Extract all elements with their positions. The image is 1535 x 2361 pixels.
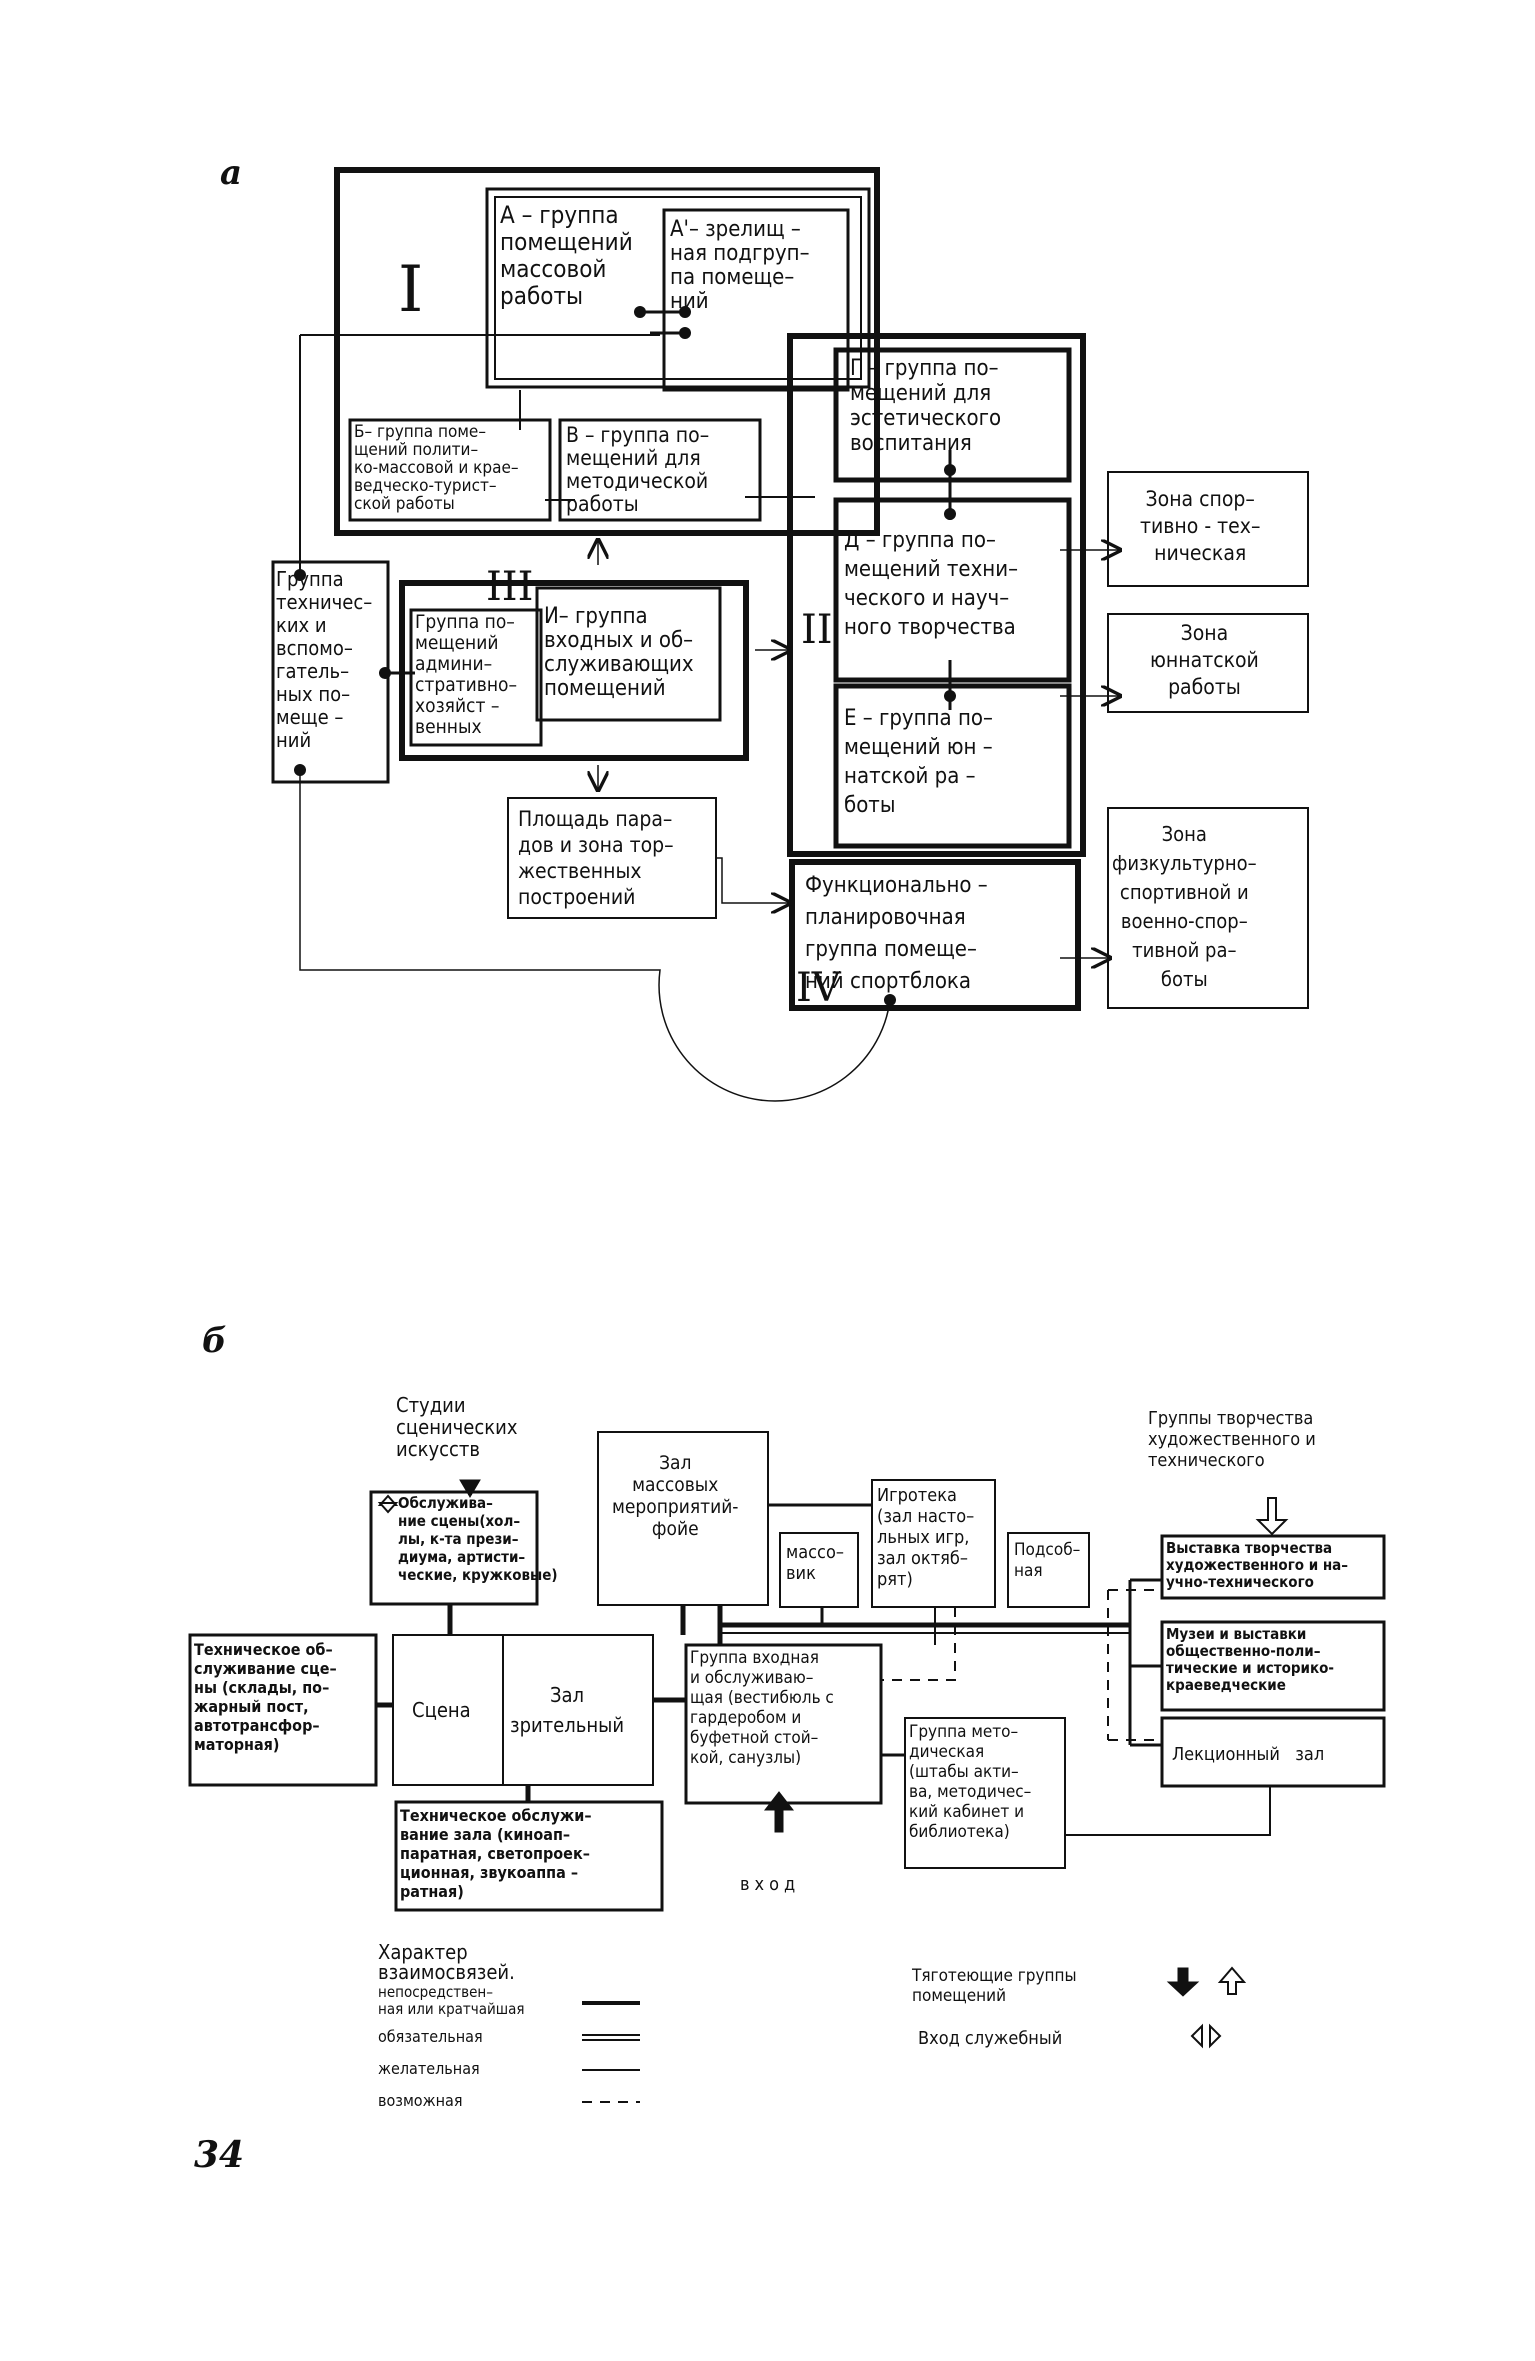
zone-fizk-label: Зона физкультурно– спортивной и военно-с… <box>1112 822 1257 991</box>
entrance-group-label: Группа входная и обслуживаю– щая (вестиб… <box>690 1648 834 1768</box>
stage-label: Сцена <box>412 1698 471 1722</box>
group-a-sub-label: А'– зрелищ – ная подгруп– па помеще– ний <box>670 217 810 314</box>
diagram-a-letter: а <box>220 153 243 193</box>
zone-sport-tech-label: Зона спор– тивно - тех– ническая <box>1140 487 1261 565</box>
roman-iv-label: IV <box>796 965 841 1011</box>
lecture-hall-label: Лекционный зал <box>1172 1744 1325 1765</box>
group-tech-label: Группа техничес– ких и вспомо– гатель– н… <box>276 567 373 752</box>
mass-hall-label: Зал массовых мероприятий- фойе <box>612 1452 739 1540</box>
igroteka-label: Игротека (зал насто– льных игр, зал октя… <box>877 1485 975 1590</box>
group-a-label: А – группа помещений массовой работы <box>500 201 633 310</box>
legend-desirable: желательная <box>378 2059 480 2078</box>
group-b-label: Б– группа поме– щений полити– ко-массово… <box>354 422 519 514</box>
exhibit-creative-label: Выставка творчества художественного и на… <box>1166 1539 1349 1591</box>
roman-iii-label: III <box>486 564 534 610</box>
stage-service-label: Обслужива– ние сцены(хол– лы, к-та прези… <box>398 1494 558 1584</box>
legend-gravitating: Тяготеющие группы помещений <box>912 1966 1077 2006</box>
group-d-label: Д – группа по– мещений техни– ческого и … <box>844 528 1019 640</box>
legend-possible: возможная <box>378 2091 463 2110</box>
sport-block-label: Функционально – планировочная группа пом… <box>805 873 988 994</box>
podsob-label: Подсоб– ная <box>1014 1540 1081 1581</box>
roman-i-label: I <box>398 253 424 327</box>
parade-label: Площадь пара– дов и зона тор– жественных… <box>518 807 674 909</box>
tech-stage-label: Техническое об– служивание сце– ны (скла… <box>194 1640 337 1754</box>
diagram-b-letter: б <box>202 1321 227 1361</box>
tech-hall-label: Техническое обслужи– вание зала (киноап–… <box>400 1806 592 1901</box>
group-ii-frame <box>787 333 1086 857</box>
massovik-label: массо– вик <box>786 1542 844 1584</box>
roman-ii-label: II <box>801 607 833 653</box>
legend-mandatory: обязательная <box>378 2027 483 2046</box>
studios-label: Студии сценических искусств <box>396 1393 518 1461</box>
group-e-label: Е – группа по– мещений юн – натской ра –… <box>844 706 993 818</box>
legend-service-entry: Вход служебный <box>918 2028 1063 2049</box>
group-i-label: И– группа входных и об– служивающих поме… <box>544 604 694 701</box>
zone-yunnat-label: Зона юннатской работы <box>1150 621 1259 699</box>
entrance-label: вход <box>740 1874 801 1895</box>
group-admin-label: Группа по– мещений админи– стративно– хо… <box>415 611 517 738</box>
page-number: 34 <box>194 2134 245 2176</box>
group-g-label: Г – группа по– мещений для эстетического… <box>850 356 1002 456</box>
museums-label: Музеи и выставки общественно-поли– тичес… <box>1166 1625 1335 1694</box>
group-v-label: В – группа по– мещений для методической … <box>566 423 710 516</box>
auditorium-label: Зал зрительный <box>510 1683 625 1737</box>
creative-groups-label: Группы творчества художественного и техн… <box>1148 1408 1316 1471</box>
legend-direct: непосредствен– ная или кратчайшая <box>378 1983 525 2018</box>
legend-title: Характер взаимосвязей. <box>378 1940 515 1984</box>
method-group-label: Группа мето– дическая (штабы акти– ва, м… <box>909 1722 1032 1842</box>
